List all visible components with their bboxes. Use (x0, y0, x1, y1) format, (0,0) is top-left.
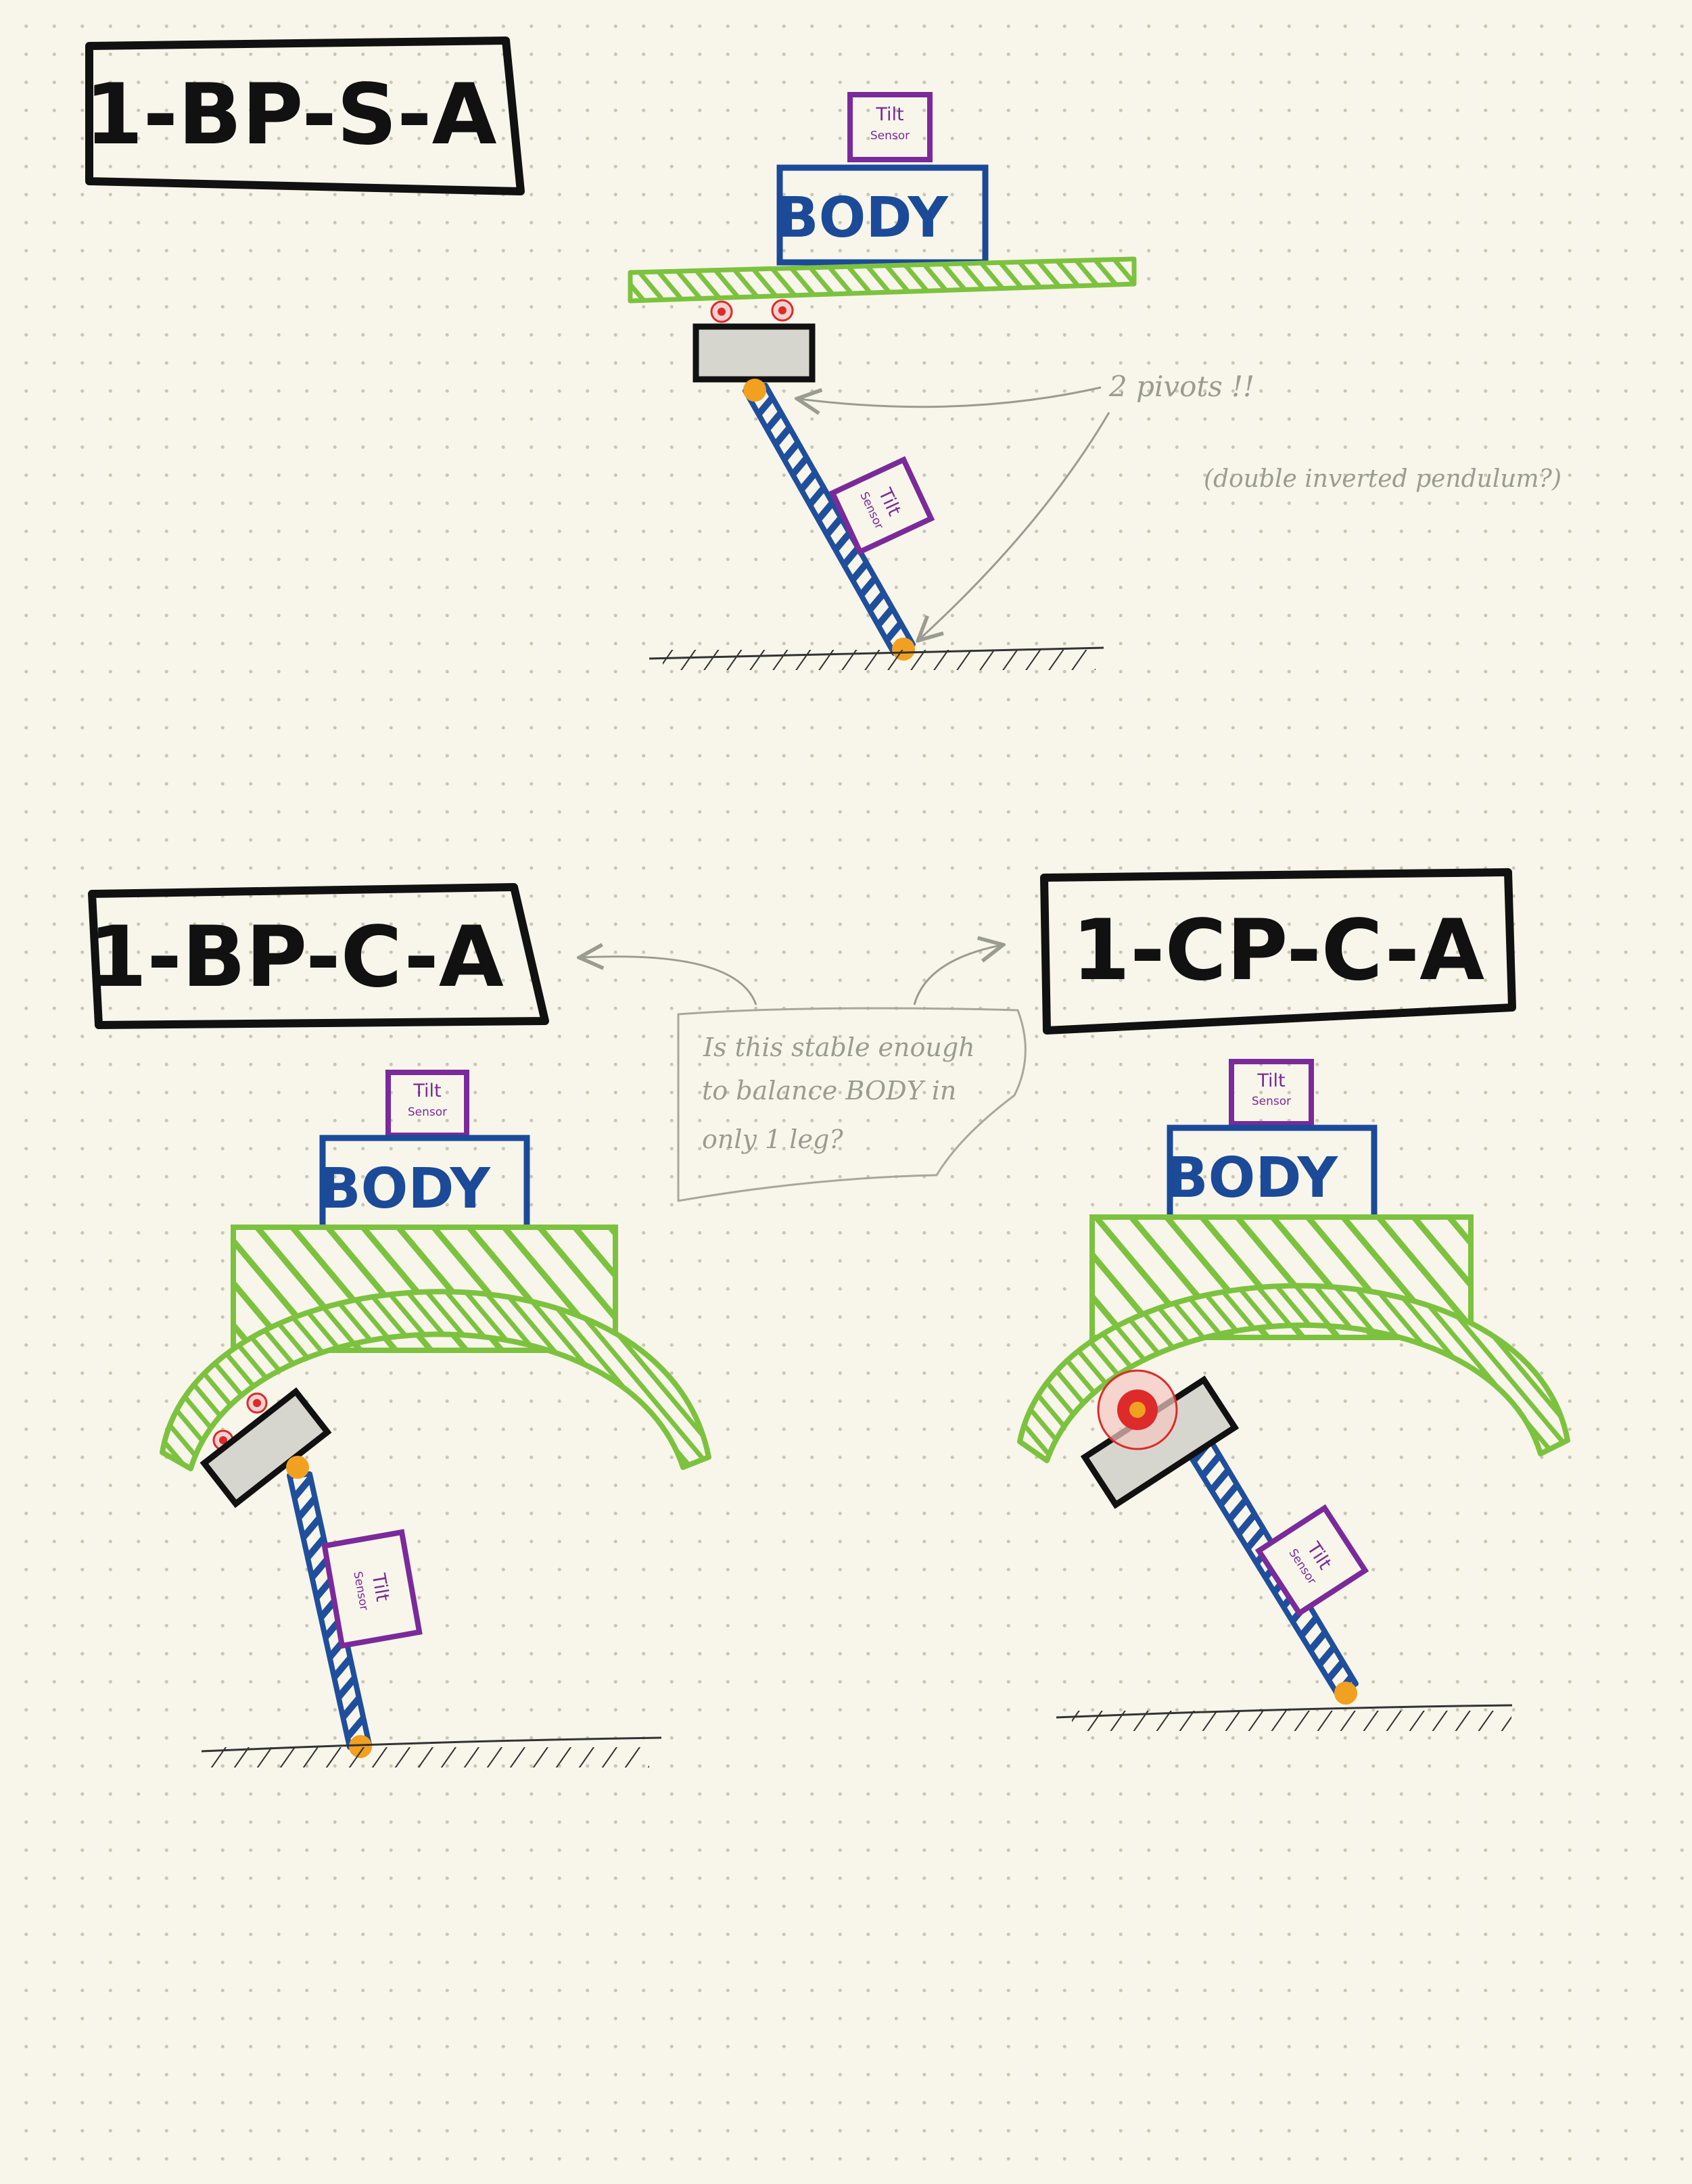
svg-text:Tilt: Tilt (1256, 1070, 1285, 1091)
svg-text:(double inverted pendulum?): (double inverted pendulum?) (1204, 465, 1561, 493)
svg-text:Sensor: Sensor (408, 1106, 447, 1119)
title-1cpca: 1-CP-C-A (1072, 902, 1484, 999)
body-label-1bpca: BODY (319, 1157, 491, 1221)
svg-text:2 pivots !!: 2 pivots !! (1108, 370, 1254, 403)
diagram-1cpca: 1-CP-C-A Tilt Sensor BODY (1017, 868, 1570, 1731)
ground-1cpca (1056, 1704, 1513, 1731)
ground-1bpsa (649, 646, 1104, 670)
title-box-1bpca: 1-BP-C-A (88, 883, 549, 1029)
pivot-hip-1bpsa (743, 379, 766, 402)
sensor-leg-1cpca: Tilt Sensor (1254, 1504, 1369, 1617)
pivot-foot-1cpca (1334, 1682, 1357, 1705)
title-1bpsa: 1-BP-S-A (85, 66, 496, 164)
sensor-leg-1bpca: Tilt Sensor (321, 1529, 423, 1649)
svg-text:to balance BODY in: to balance BODY in (702, 1076, 956, 1106)
annotation-pivots: 2 pivots !! (double inverted pendulum?) (799, 370, 1561, 639)
svg-text:Tilt: Tilt (875, 104, 903, 125)
question-note: Is this stable enough to balance BODY in… (582, 945, 1027, 1202)
sensor-top-1bpca: Tilt Sensor (385, 1070, 469, 1138)
sensor-leg-1bpsa: Tilt Sensor (828, 456, 935, 556)
body-label-1bpsa: BODY (776, 186, 949, 250)
svg-text:Is this stable enough: Is this stable enough (703, 1032, 975, 1062)
title-box-1cpca: 1-CP-C-A (1040, 868, 1516, 1035)
svg-text:Tilt: Tilt (367, 1571, 393, 1603)
pivot-hip-1bpca (286, 1456, 309, 1479)
title-box-1bpsa: 1-BP-S-A (85, 37, 525, 195)
ground-1bpca (201, 1736, 662, 1767)
sensor-top-1cpca: Tilt Sensor (1229, 1059, 1314, 1126)
curved-platform-1bpca (160, 1225, 711, 1471)
motor-1cpca (1080, 1369, 1240, 1509)
sensor-top-1bpsa: Tilt Sensor (847, 92, 933, 162)
motor-1bpca (199, 1387, 332, 1509)
motor-1bpsa (692, 299, 816, 383)
body-label-1cpca: BODY (1166, 1146, 1338, 1210)
svg-text:Tilt: Tilt (413, 1081, 441, 1101)
platform-1bpsa (628, 256, 1137, 304)
diagram-1bpca: 1-BP-C-A Tilt Sensor BODY (88, 883, 711, 1767)
body-1cpca: BODY (1166, 1124, 1378, 1226)
body-1bpca: BODY (319, 1135, 530, 1237)
svg-text:only 1 leg?: only 1 leg? (702, 1124, 843, 1154)
body-1bpsa: BODY (776, 164, 989, 266)
curved-platform-1cpca (1017, 1214, 1570, 1463)
svg-text:Sensor: Sensor (1252, 1095, 1291, 1108)
diagram-1bpsa: 1-BP-S-A Tilt Sensor BODY Tilt Sensor (85, 37, 1561, 670)
svg-text:Sensor: Sensor (870, 129, 910, 143)
title-1bpca: 1-BP-C-A (89, 909, 504, 1006)
